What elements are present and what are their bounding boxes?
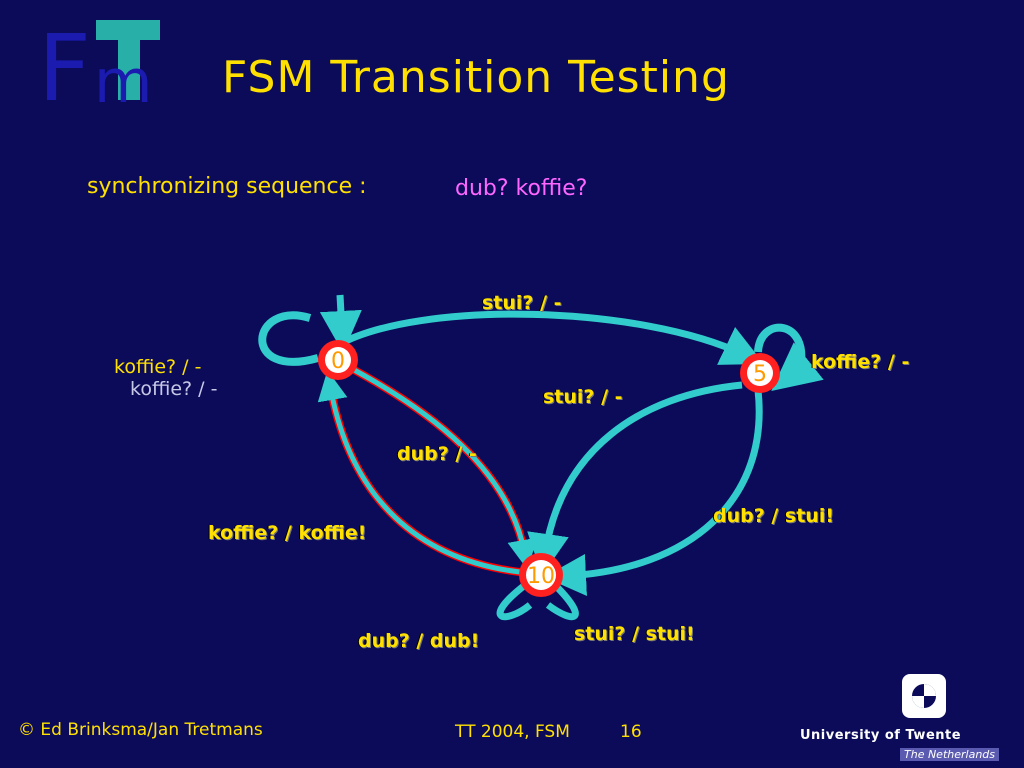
loop-s5 bbox=[754, 323, 824, 391]
logo-letter-f: F bbox=[38, 18, 91, 108]
label-loop-s0: koffie? / - bbox=[114, 356, 202, 378]
state-10: 10 bbox=[519, 553, 563, 597]
label-s5-s10: stui? / - bbox=[543, 386, 623, 408]
footer-page-number: 16 bbox=[620, 722, 642, 742]
slide-title: FSM Transition Testing bbox=[222, 52, 730, 103]
edge-s0-s5 bbox=[336, 310, 764, 365]
sync-sequence-label: synchronizing sequence : bbox=[87, 174, 367, 199]
edge-s0-s10 bbox=[343, 362, 538, 570]
label-s0-s10: dub? / - bbox=[397, 443, 477, 465]
label-s0-s5: stui? / - bbox=[482, 292, 562, 314]
loop-s10-right bbox=[545, 582, 579, 621]
logo-letter-m: m bbox=[94, 47, 152, 108]
state-10-label: 10 bbox=[527, 564, 555, 589]
edge-s10-s0 bbox=[317, 370, 521, 575]
loop-s0 bbox=[258, 311, 320, 366]
sync-sequence-value: dub? koffie? bbox=[455, 176, 588, 201]
label-loop-s5: koffie? / - bbox=[811, 351, 910, 373]
loop-s10-left bbox=[496, 582, 533, 621]
footer-authors: © Ed Brinksma/Jan Tretmans bbox=[18, 720, 263, 740]
loop-s0-entry bbox=[319, 294, 362, 353]
fmt-logo: F m bbox=[34, 15, 164, 122]
edge-s5-s10-lower bbox=[544, 389, 763, 596]
label-s10-s0: koffie? / koffie! bbox=[208, 522, 367, 544]
edge-s5-s10 bbox=[527, 381, 743, 576]
label-loop-s0-shadow: koffie? / - bbox=[130, 378, 218, 400]
logo-t-stem bbox=[118, 20, 140, 100]
label-loop-s10-dub: dub? / dub! bbox=[358, 630, 480, 652]
state-0: 0 bbox=[318, 340, 358, 380]
university-name: University of Twente bbox=[800, 728, 962, 743]
state-5-label: 5 bbox=[753, 362, 767, 387]
state-5: 5 bbox=[740, 353, 780, 393]
university-country: The Netherlands bbox=[900, 748, 1000, 761]
label-s5-s10-lower: dub? / stui! bbox=[713, 505, 835, 527]
label-loop-s10-stui: stui? / stui! bbox=[574, 623, 695, 645]
fmt-logo-graphic: F m bbox=[38, 15, 160, 122]
state-0-label: 0 bbox=[331, 349, 345, 374]
footer-course: TT 2004, FSM bbox=[455, 722, 570, 742]
university-emblem-icon bbox=[900, 672, 950, 720]
